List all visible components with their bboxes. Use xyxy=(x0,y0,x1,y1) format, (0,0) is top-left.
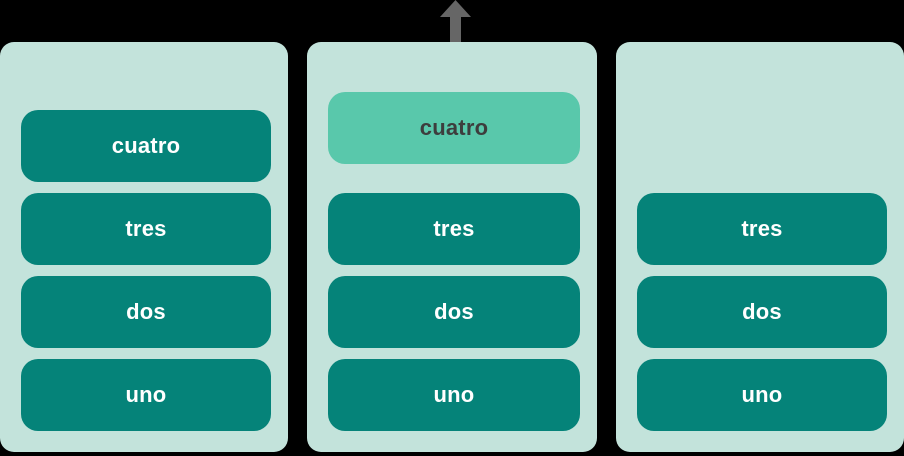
stack-item-uno: uno xyxy=(637,359,887,431)
stack-item-dos: dos xyxy=(637,276,887,348)
stack-item-tres: tres xyxy=(21,193,271,265)
stack-item-cuatro: cuatro xyxy=(21,110,271,182)
stack-item-tres: tres xyxy=(637,193,887,265)
arrow-up-icon xyxy=(440,0,471,81)
stack-item-uno: uno xyxy=(328,359,580,431)
stack-item-dos: dos xyxy=(328,276,580,348)
stack-panel-after: tres dos uno xyxy=(616,42,904,452)
stack-item-dos: dos xyxy=(21,276,271,348)
stack-panel-popping: cuatro tres dos uno xyxy=(307,42,597,452)
stack-item-cuatro-popped: cuatro xyxy=(328,92,580,164)
stack-panel-before: cuatro tres dos uno xyxy=(0,42,288,452)
stack-item-tres: tres xyxy=(328,193,580,265)
stack-item-uno: uno xyxy=(21,359,271,431)
